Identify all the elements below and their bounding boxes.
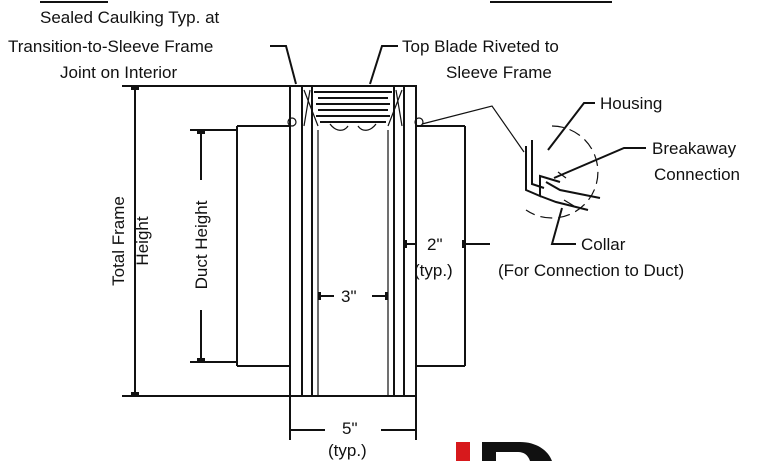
label-breakaway-1: Breakaway [652, 139, 737, 158]
blade-stack [287, 89, 424, 131]
label-five-inch: 5" [342, 419, 358, 438]
duct-height-dimension [190, 129, 237, 363]
breakaway-detail [525, 125, 601, 219]
label-total-frame-1: Total Frame [109, 196, 128, 286]
label-three-inch: 3" [341, 287, 357, 306]
leader-lines [270, 45, 646, 245]
label-collar-1: Collar [581, 235, 626, 254]
label-sealed-caulking-3: Joint on Interior [60, 63, 178, 82]
five-inch-dimension [289, 396, 417, 440]
label-housing: Housing [600, 94, 662, 113]
label-total-frame-2: Height [133, 216, 152, 265]
label-duct-height: Duct Height [192, 200, 211, 289]
label-sealed-caulking-2: Transition-to-Sleeve Frame [8, 37, 213, 56]
label-top-blade-1: Top Blade Riveted to [402, 37, 559, 56]
two-inch-dimension [404, 240, 490, 248]
label-collar-2: (For Connection to Duct) [498, 261, 684, 280]
label-breakaway-2: Connection [654, 165, 740, 184]
logo-mark [456, 442, 552, 461]
three-inch-dimension [318, 292, 388, 300]
label-two-inch-typ: (typ.) [414, 261, 453, 280]
total-frame-height-dimension [122, 85, 290, 397]
label-top-blade-2: Sleeve Frame [446, 63, 552, 82]
label-five-inch-typ: (typ.) [328, 441, 367, 460]
label-sealed-caulking-1: Sealed Caulking Typ. at [40, 8, 220, 27]
sleeve-frame [289, 85, 417, 397]
label-two-inch: 2" [427, 235, 443, 254]
